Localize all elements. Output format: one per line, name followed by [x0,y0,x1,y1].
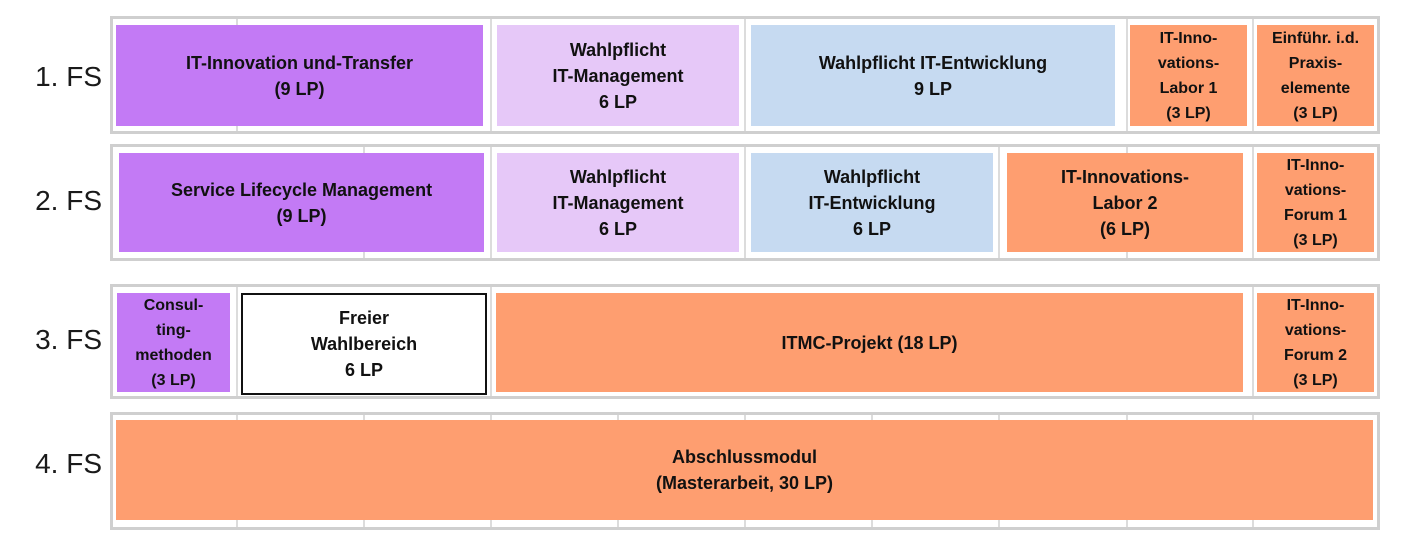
semester-row-4 [110,412,1380,530]
module-consultingmethoden: Consul- ting- methoden (3 LP) [117,293,230,392]
row-label-3: 3. FS [35,324,102,355]
grid-line [998,147,1000,258]
module-wahlpflicht-it-entwicklung-1: Wahlpflicht IT-Entwicklung 9 LP [751,25,1115,126]
module-label: IT-Innovation und-Transfer (9 LP) [185,52,413,99]
grid-line [744,147,746,258]
module-it-innovations-labor-2: IT-Innovations- Labor 2 (6 LP) [1007,153,1243,252]
row-label-4: 4. FS [35,448,102,479]
module-abschlussmodul: Abschlussmodul (Masterarbeit, 30 LP) [116,420,1373,520]
module-wahlpflicht-it-management-1: Wahlpflicht IT-Management 6 LP [497,25,739,126]
module-wahlpflicht-it-entwicklung-2: Wahlpflicht IT-Entwicklung 6 LP [751,153,993,252]
module-label: IT-Innovations- Labor 2 (6 LP) [1061,166,1189,239]
semester-row-3 [110,284,1380,399]
module-it-innovations-labor-1: IT-Inno- vations- Labor 1 (3 LP) [1130,25,1247,126]
module-label: Einführ. i.d. Praxis- elemente (3 LP) [1271,29,1360,122]
grid-line [1252,147,1254,258]
grid-line [744,19,746,131]
module-it-innovations-forum-2: IT-Inno- vations- Forum 2 (3 LP) [1257,293,1374,392]
grid-line [490,19,492,131]
module-label: Wahlpflicht IT-Entwicklung 9 LP [818,52,1048,99]
module-label: Wahlpflicht IT-Entwicklung 6 LP [808,166,936,239]
module-itmc-projekt: ITMC-Projekt (18 LP) [496,293,1243,392]
grid-line [1252,287,1254,396]
grid-line [1252,19,1254,131]
module-label: Freier Wahlbereich 6 LP [310,308,418,380]
module-it-innovations-forum-1: IT-Inno- vations- Forum 1 (3 LP) [1257,153,1374,252]
module-label: Service Lifecycle Management (9 LP) [170,179,433,226]
grid-line [236,287,238,396]
grid-line [490,147,492,258]
semester-row-2 [110,144,1380,261]
module-label: ITMC-Projekt (18 LP) [781,332,958,353]
module-label: Wahlpflicht IT-Management 6 LP [552,39,684,112]
module-label: IT-Inno- vations- Labor 1 (3 LP) [1157,29,1220,122]
module-label: Wahlpflicht IT-Management 6 LP [552,166,684,239]
module-it-innovation-transfer: IT-Innovation und-Transfer (9 LP) [116,25,483,126]
module-freier-wahlbereich: Freier Wahlbereich 6 LP [241,293,487,395]
module-label: IT-Inno- vations- Forum 2 (3 LP) [1283,296,1348,389]
module-einfuehrung-praxiselemente: Einführ. i.d. Praxis- elemente (3 LP) [1257,25,1374,126]
semester-row-1 [110,16,1380,134]
row-label-2: 2. FS [35,185,102,216]
row-label-1: 1. FS [35,61,102,92]
module-label: Abschlussmodul (Masterarbeit, 30 LP) [655,447,834,493]
module-label: Consul- ting- methoden (3 LP) [135,296,212,389]
module-service-lifecycle-management: Service Lifecycle Management (9 LP) [119,153,484,252]
grid-line [490,287,492,396]
module-wahlpflicht-it-management-2: Wahlpflicht IT-Management 6 LP [497,153,739,252]
module-label: IT-Inno- vations- Forum 1 (3 LP) [1283,156,1348,249]
grid-line [1126,19,1128,131]
